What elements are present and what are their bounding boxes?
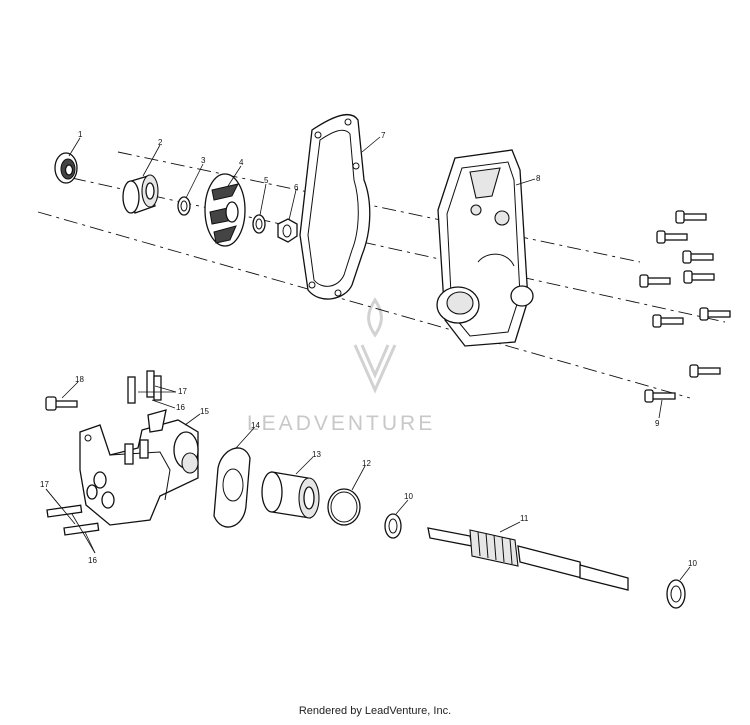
part-6-nut: [277, 218, 298, 243]
part-12-o-ring: [327, 488, 361, 526]
callout-12: 12: [362, 459, 371, 468]
bolt: [652, 314, 684, 328]
bolt: [689, 364, 721, 378]
callout-17b: 17: [40, 480, 49, 489]
callout-16b: 16: [88, 556, 97, 565]
part-10-washer-b: [666, 579, 686, 609]
part-9-bolts: [639, 210, 731, 403]
leader-lines: [45, 136, 691, 581]
callout-5: 5: [264, 176, 269, 185]
callout-17a: 17: [178, 387, 187, 396]
part-2-bearing: [122, 174, 159, 214]
part-15-pump-body: [79, 409, 199, 526]
callout-18: 18: [75, 375, 84, 384]
callout-4: 4: [239, 158, 244, 167]
callout-2: 2: [158, 138, 163, 147]
axis-line-lower: [37, 211, 691, 399]
part-17-studs-top: [127, 370, 162, 404]
callout-16a: 16: [176, 403, 185, 412]
callout-10b: 10: [688, 559, 697, 568]
callout-7: 7: [381, 131, 386, 140]
part-4-impeller: [204, 173, 246, 247]
part-8-housing-cover: [436, 149, 534, 347]
part-11-shaft: [427, 527, 629, 591]
bolt: [683, 270, 715, 284]
watermark-text: LEADVENTURE: [247, 412, 435, 435]
axis-line-top: [117, 151, 641, 263]
footer-credit: Rendered by LeadVenture, Inc.: [298, 705, 452, 717]
bolt: [639, 274, 671, 288]
leadventure-watermark-logo: [353, 297, 397, 394]
part-18-bolt: [45, 396, 78, 411]
callout-3: 3: [201, 156, 206, 165]
callout-15: 15: [200, 407, 209, 416]
bolt: [656, 230, 688, 244]
callout-6: 6: [294, 183, 299, 192]
callout-8: 8: [536, 174, 541, 183]
part-7-gasket: [299, 114, 371, 300]
callout-11: 11: [520, 514, 529, 523]
callout-10a: 10: [404, 492, 413, 501]
part-14-gasket: [213, 447, 251, 528]
bolt: [675, 210, 707, 224]
bolt: [699, 307, 731, 321]
callout-1: 1: [78, 130, 83, 139]
part-3-washer: [177, 196, 191, 216]
part-10-washer-a: [384, 513, 402, 539]
bolt: [682, 250, 714, 264]
callout-14: 14: [251, 421, 260, 430]
bolt: [644, 389, 676, 403]
callout-9: 9: [655, 419, 660, 428]
part-13-sleeve: [261, 471, 320, 519]
part-5-washer: [252, 214, 266, 234]
callout-13: 13: [312, 450, 321, 459]
part-1-seal: [54, 152, 78, 184]
